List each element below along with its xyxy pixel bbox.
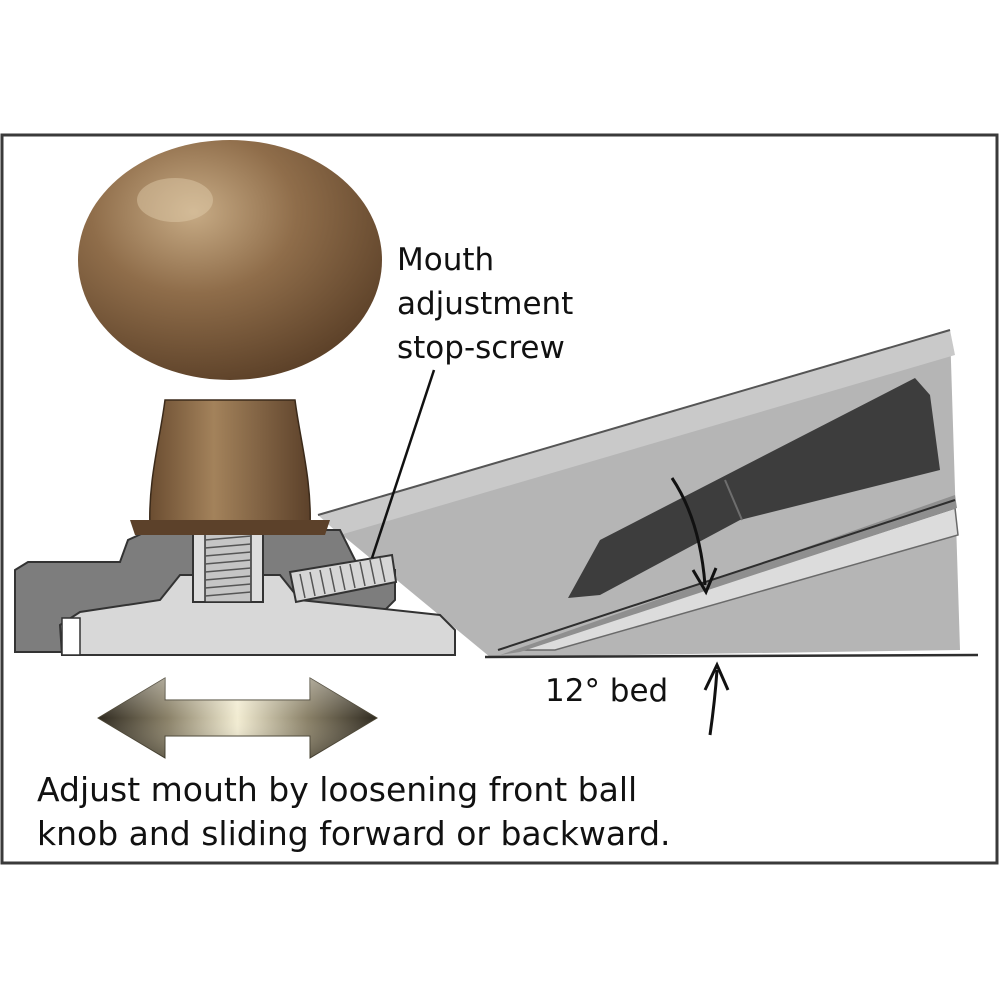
angle-arc (670, 477, 707, 586)
ball-knob (78, 140, 382, 535)
callout-line-2: adjustment (397, 286, 574, 322)
caption-line-1: Adjust mouth by loosening front ball (37, 770, 638, 809)
plane-body (317, 329, 979, 659)
stop-screw (288, 553, 398, 604)
callout-leader (370, 369, 436, 559)
callout-line-3: stop-screw (397, 330, 565, 366)
caption-line-2: knob and sliding forward or backward. (37, 814, 671, 853)
angle-arrowhead (691, 567, 718, 596)
callout-line-1: Mouth (397, 242, 495, 278)
plane-blade (568, 378, 940, 598)
caption: Adjust mouth by loosening front ball kno… (37, 768, 671, 856)
slide-direction-arrow (97, 677, 378, 759)
bed-pointer-arrow (708, 669, 719, 736)
bed-angle-label: 12° bed (545, 673, 669, 709)
stop-screw-callout-label: Mouth adjustment stop-screw (397, 238, 573, 370)
threaded-stud (192, 529, 264, 603)
